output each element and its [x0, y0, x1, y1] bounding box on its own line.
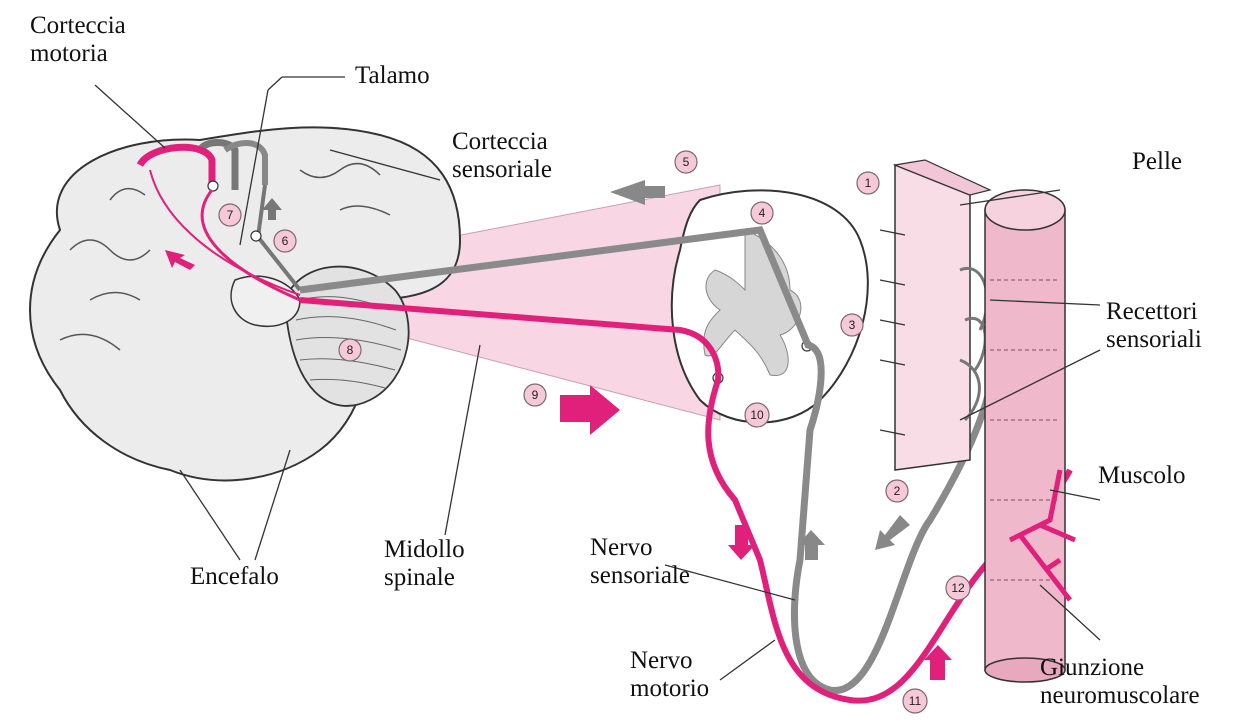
- step-10: 10: [750, 408, 764, 422]
- step-3: 3: [849, 318, 856, 332]
- label-nervo-sensoriale: Nervo sensoriale: [590, 534, 690, 590]
- label-encefalo: Encefalo: [190, 563, 279, 591]
- arrow-2: [875, 515, 910, 550]
- step-12: 12: [951, 581, 965, 595]
- arrow-9: [560, 385, 620, 435]
- step-6: 6: [282, 234, 289, 248]
- label-pelle: Pelle: [1132, 148, 1182, 176]
- step-9: 9: [532, 388, 539, 402]
- label-recettori-sensoriali: Recettori sensoriali: [1106, 298, 1202, 354]
- label-midollo-spinale: Midollo spinale: [384, 536, 465, 592]
- label-corteccia-motoria: Corteccia motoria: [30, 12, 126, 68]
- step-5: 5: [683, 155, 690, 169]
- step-7: 7: [227, 208, 234, 222]
- muscle: [985, 190, 1075, 682]
- label-giunzione-neuromuscolare: Giunzione neuromuscolare: [1040, 654, 1200, 710]
- skin-block: [880, 160, 990, 470]
- step-4: 4: [759, 206, 766, 220]
- step-11: 11: [909, 694, 922, 708]
- label-corteccia-sensoriale: Corteccia sensoriale: [452, 128, 552, 184]
- label-talamo: Talamo: [355, 62, 430, 90]
- spinal-cord-section: [672, 190, 868, 422]
- step-1: 1: [865, 176, 872, 190]
- brain: [30, 127, 460, 480]
- label-nervo-motorio: Nervo motorio: [630, 647, 709, 703]
- step-8: 8: [347, 343, 354, 357]
- step-2: 2: [894, 484, 901, 498]
- label-muscolo: Muscolo: [1098, 462, 1186, 490]
